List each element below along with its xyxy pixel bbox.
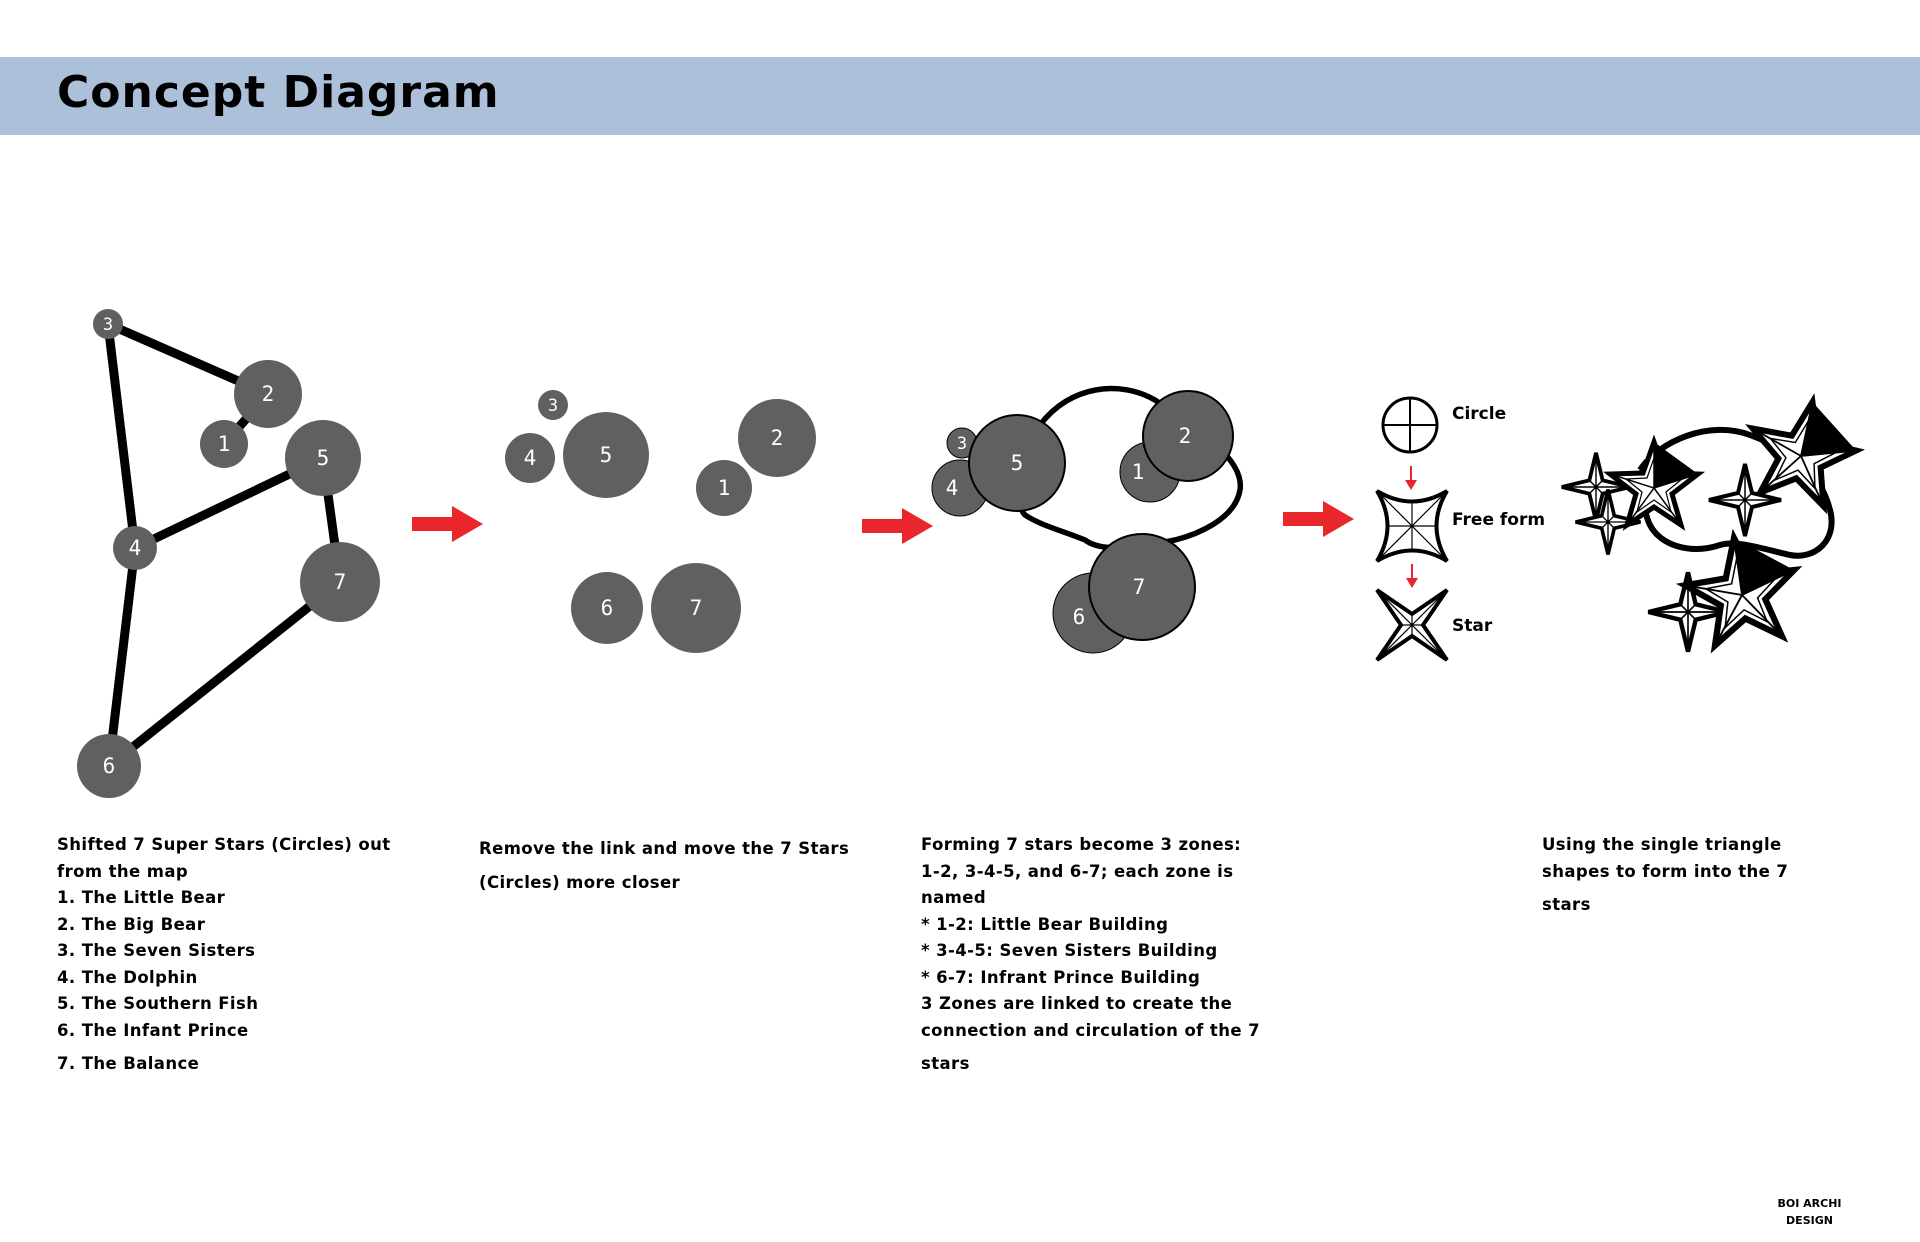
caption-line: stars	[1542, 895, 1591, 914]
legend-star-label: Star	[1452, 616, 1493, 636]
star-shape-icon	[1375, 588, 1449, 662]
down-arrow-icon	[1405, 466, 1417, 490]
stage3-node-5: 5	[968, 414, 1066, 512]
node-label: 2	[262, 382, 275, 406]
star-icon	[1559, 450, 1633, 524]
stage2-node-3: 3	[538, 390, 568, 420]
caption-line: Forming 7 stars become 3 zones:	[921, 835, 1242, 854]
stage3-caption: Forming 7 stars become 3 zones: 1-2, 3-4…	[921, 832, 1260, 1078]
caption-line: from the map	[57, 861, 189, 881]
star-icon	[1740, 391, 1864, 510]
caption-line: connection and circulation of the 7	[921, 1020, 1260, 1040]
caption-line: * 3-4-5: Seven Sisters Building	[921, 941, 1218, 960]
caption-line: 6. The Infant Prince	[57, 1020, 249, 1040]
stage1-caption: Shifted 7 Super Stars (Circles) out from…	[57, 832, 391, 1078]
stage3-node-7: 7	[1088, 533, 1196, 641]
stage1-node-1: 1	[200, 420, 248, 468]
caption-line: 3 Zones are linked to create the	[921, 994, 1233, 1013]
caption-line: Remove the link and move the 7 Stars	[479, 839, 850, 858]
stage2-diagram: 3 4 5 2 1 6 7	[505, 390, 816, 653]
node-label: 6	[601, 596, 614, 620]
caption-line: Shifted 7 Super Stars (Circles) out	[57, 835, 391, 854]
node-label: 3	[548, 396, 558, 416]
stage2-node-5: 5	[563, 412, 649, 498]
stage3-diagram: 3 4 5 1 2 6 7	[931, 385, 1243, 654]
node-label: 7	[1133, 575, 1146, 599]
stage1-node-7: 7	[300, 542, 380, 622]
stage2-node-2: 2	[738, 399, 816, 477]
caption-line: stars	[921, 1054, 970, 1073]
stage3-node-3: 3	[946, 427, 978, 459]
link-4-6	[104, 543, 140, 771]
node-label: 7	[334, 570, 347, 594]
legend-freeform-label: Free form	[1452, 510, 1545, 530]
node-label: 4	[524, 446, 537, 470]
seven-stars-cluster	[1559, 391, 1864, 652]
brand-logo-text: BOI ARCHI DESIGN	[1757, 1195, 1862, 1229]
node-label: 2	[771, 426, 784, 450]
down-arrow-icon	[1406, 564, 1418, 588]
node-label: 4	[129, 536, 142, 560]
stage2-node-7: 7	[651, 563, 741, 653]
stage1-node-4: 4	[113, 526, 157, 570]
arrow-right-icon	[412, 506, 483, 542]
arrow-right-icon	[1283, 501, 1354, 537]
arrow-right-icon	[862, 508, 933, 544]
stage1-node-3: 3	[93, 309, 123, 339]
node-label: 6	[103, 754, 116, 778]
stage4-legend: Circle Free form Star	[1375, 396, 1545, 662]
caption-line: (Circles) more closer	[479, 873, 681, 892]
node-label: 5	[1011, 451, 1024, 475]
node-label: 2	[1179, 424, 1192, 448]
caption-line: 1-2, 3-4-5, and 6-7; each zone is	[921, 861, 1234, 881]
node-label: 7	[690, 596, 703, 620]
caption-line: * 1-2: Little Bear Building	[921, 914, 1169, 934]
node-label: 6	[1073, 605, 1086, 629]
caption-line: 1. The Little Bear	[57, 888, 226, 907]
stage4-caption: Using the single triangle shapes to form…	[1542, 832, 1788, 919]
node-label: 1	[218, 432, 231, 456]
stage1-diagram: 3 2 1 5 4 7 6	[77, 309, 380, 798]
stage2-node-6: 6	[571, 572, 643, 644]
link-3-4	[103, 319, 140, 553]
star-circulation-loop	[1637, 426, 1835, 559]
caption-line: 5. The Southern Fish	[57, 994, 259, 1013]
node-label: 4	[946, 476, 959, 500]
node-label: 5	[600, 443, 613, 467]
freeform-shape-icon	[1375, 489, 1449, 563]
brand-line: BOI ARCHI	[1777, 1197, 1842, 1210]
legend-circle-label: Circle	[1452, 404, 1506, 424]
stage1-node-6: 6	[77, 734, 141, 798]
stage2-node-4: 4	[505, 433, 555, 483]
stage2-caption: Remove the link and move the 7 Stars (Ci…	[479, 832, 849, 900]
caption-line: 2. The Big Bear	[57, 914, 206, 934]
caption-line: Using the single triangle	[1542, 835, 1782, 854]
caption-line: shapes to form into the 7	[1542, 861, 1789, 881]
stage2-node-1: 1	[696, 460, 752, 516]
caption-line: named	[921, 888, 987, 907]
stage1-node-2: 2	[234, 360, 302, 428]
star-icon	[1610, 442, 1698, 525]
caption-line: 3. The Seven Sisters	[57, 941, 256, 960]
caption-line: * 6-7: Infrant Prince Building	[921, 967, 1201, 987]
node-label: 1	[1132, 460, 1145, 484]
node-label: 5	[317, 446, 330, 470]
circulation-loop	[1016, 385, 1243, 551]
page-title: Concept Diagram	[57, 67, 500, 118]
caption-line: 4. The Dolphin	[57, 967, 198, 987]
circle-shape-icon	[1381, 396, 1439, 454]
header-bar: Concept Diagram	[0, 57, 1920, 135]
brand-line: DESIGN	[1786, 1214, 1833, 1227]
stage3-node-2: 2	[1142, 390, 1234, 482]
link-7-6	[104, 577, 345, 771]
stage1-node-5: 5	[285, 420, 361, 496]
node-label: 3	[103, 315, 113, 335]
caption-line: 7. The Balance	[57, 1054, 200, 1073]
node-label: 1	[718, 476, 731, 500]
node-label: 3	[957, 434, 967, 454]
